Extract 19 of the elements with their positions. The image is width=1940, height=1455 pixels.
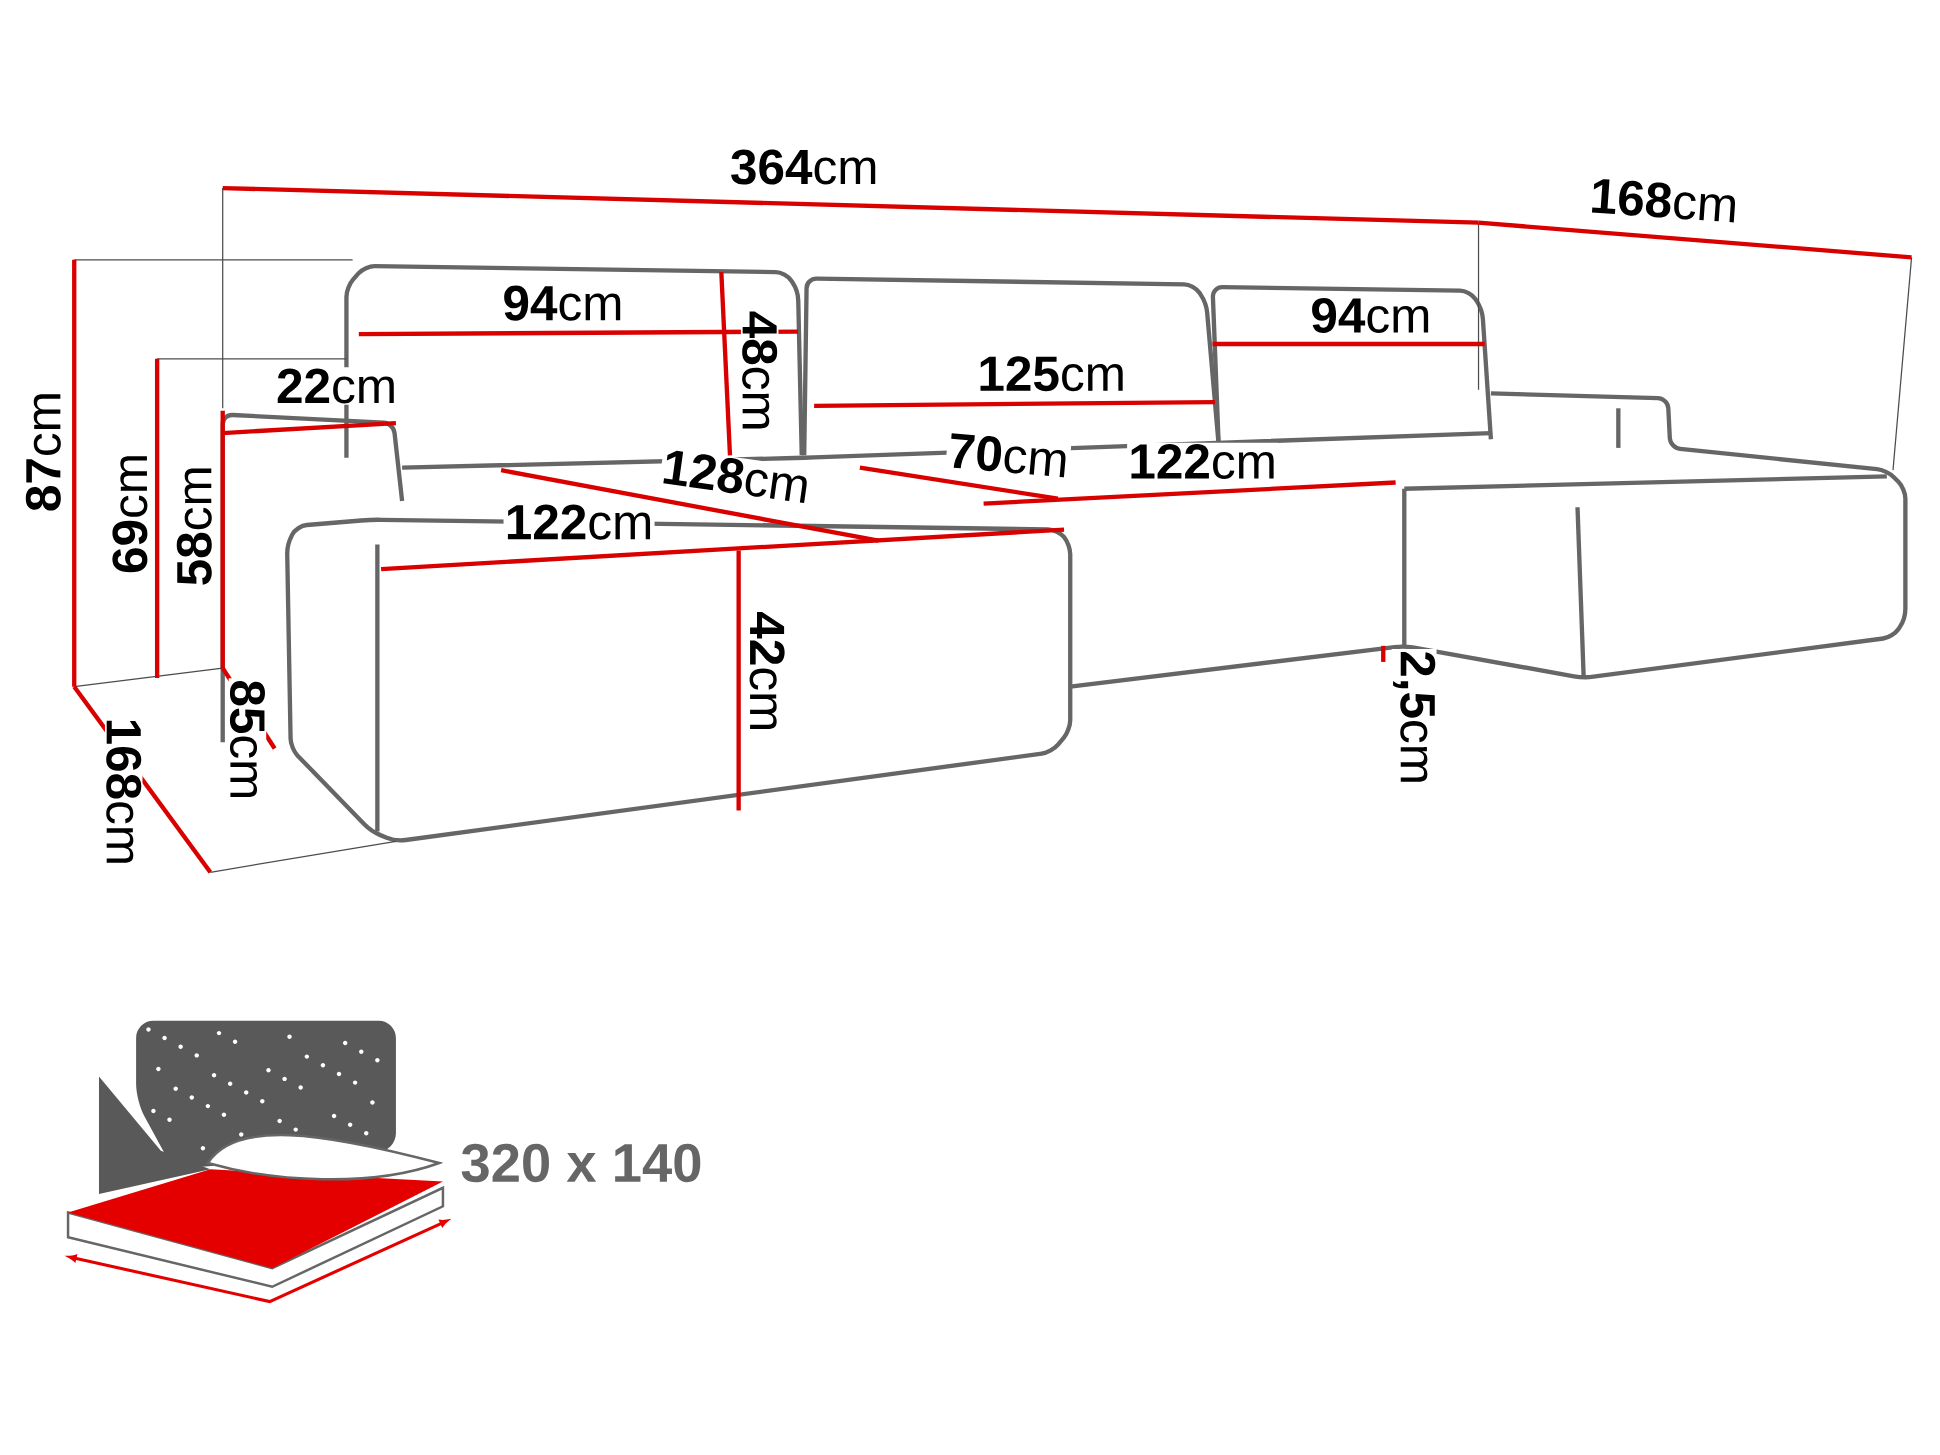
dimension-label: 125cm bbox=[976, 354, 1128, 393]
dimension-label: 58cm bbox=[175, 464, 213, 588]
dimension-label: 94cm bbox=[501, 284, 625, 322]
dimension-label: 42cm bbox=[748, 610, 786, 734]
dimension-label: 48cm bbox=[740, 309, 779, 433]
dimension-label: 87cm bbox=[24, 389, 63, 514]
dimension-label: 85cm bbox=[228, 678, 267, 802]
dimension-label: 168cm bbox=[104, 716, 143, 868]
dimension-label: 168cm bbox=[1587, 176, 1741, 225]
dimension-label: 122cm bbox=[503, 503, 655, 541]
bed-size-label: 320 x 140 bbox=[459, 1142, 704, 1184]
dimension-label: 69cm bbox=[111, 451, 149, 576]
dimension-label: 122cm bbox=[1127, 442, 1279, 481]
dimension-label: 128cm bbox=[658, 447, 814, 506]
dimension-label: 70cm bbox=[945, 431, 1072, 480]
dimension-label: 94cm bbox=[1309, 296, 1433, 335]
dimension-label: 2,5cm bbox=[1391, 649, 1437, 787]
dimension-label: 364cm bbox=[728, 148, 880, 186]
dimension-label: 22cm bbox=[274, 367, 399, 405]
